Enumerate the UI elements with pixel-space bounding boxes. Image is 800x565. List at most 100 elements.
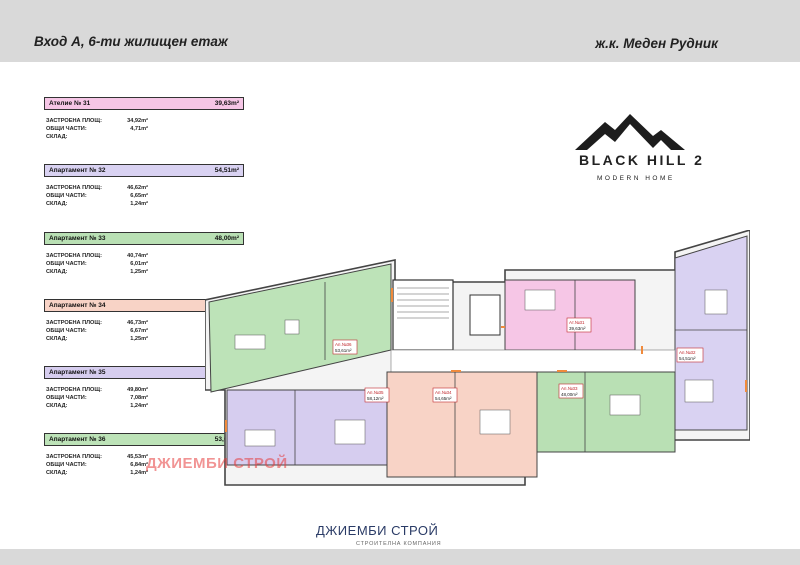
storage-row: СКЛАД: 1,24m²: [44, 403, 148, 409]
built-area-label: ЗАСТРОЕНА ПЛОЩ:: [46, 454, 102, 460]
unit-33-area: [536, 371, 676, 453]
storage-row: СКЛАД: 1,25m²: [44, 269, 148, 275]
plan-label-32: Ап.№32: [679, 350, 696, 355]
storage-value: 1,24m²: [130, 201, 148, 207]
built-area-label: ЗАСТРОЕНА ПЛОЩ:: [46, 320, 102, 326]
storage-value: 1,24m²: [130, 470, 148, 476]
plan-label-36: Ап.№36: [335, 342, 352, 347]
unit-name: Апартамент № 36: [49, 436, 106, 443]
common-parts-row: ОБЩИ ЧАСТИ: 6,01m²: [44, 261, 148, 267]
common-parts-label: ОБЩИ ЧАСТИ:: [46, 395, 87, 401]
built-area-value: 49,80m²: [127, 387, 148, 393]
built-area-value: 46,62m²: [127, 185, 148, 191]
storage-label: СКЛАД:: [46, 403, 68, 409]
unit-header: Апартамент № 32 54,51m²: [44, 164, 244, 177]
unit-total-area: 54,51m²: [214, 167, 239, 174]
common-parts-label: ОБЩИ ЧАСТИ:: [46, 462, 87, 468]
plan-area-36: 53,61m²: [335, 348, 352, 353]
stair-core: [392, 279, 454, 351]
unit-34-area: [386, 371, 538, 478]
storage-label: СКЛАД:: [46, 336, 68, 342]
built-area-label: ЗАСТРОЕНА ПЛОЩ:: [46, 387, 102, 393]
common-parts-row: ОБЩИ ЧАСТИ: 4,71m²: [44, 126, 148, 132]
common-parts-row: ОБЩИ ЧАСТИ: 7,08m²: [44, 395, 148, 401]
storage-label: СКЛАД:: [46, 134, 68, 140]
common-parts-value: 6,84m²: [130, 462, 148, 468]
unit-name: Апартамент № 34: [49, 302, 106, 309]
mountain-logo-icon: [575, 114, 685, 150]
plan-label-35: Ап.№35: [367, 390, 384, 395]
storage-label: СКЛАД:: [46, 201, 68, 207]
unit-header: Ателие № 31 39,63m²: [44, 97, 244, 110]
built-area-value: 34,92m²: [127, 118, 148, 124]
unit-name: Апартамент № 33: [49, 235, 106, 242]
elevator: [469, 294, 501, 336]
location-title: ж.к. Меден Рудник: [595, 36, 718, 51]
built-area-row: ЗАСТРОЕНА ПЛОЩ: 49,80m²: [44, 387, 148, 393]
unit-block: Апартамент № 32 54,51m² ЗАСТРОЕНА ПЛОЩ: 46,…: [44, 164, 244, 207]
common-parts-label: ОБЩИ ЧАСТИ:: [46, 126, 87, 132]
unit-name: Ателие № 31: [49, 100, 91, 107]
footer-bar: [0, 549, 800, 565]
corridor: [390, 349, 676, 373]
brand-name: BLACK HILL 2: [579, 152, 705, 168]
built-area-row: ЗАСТРОЕНА ПЛОЩ: 40,74m²: [44, 253, 148, 259]
unit-total-area: 48,00m²: [214, 235, 239, 242]
plan-area-34: 54,65m²: [435, 396, 452, 401]
common-parts-label: ОБЩИ ЧАСТИ:: [46, 328, 87, 334]
plan-area-33: 48,00m²: [561, 392, 578, 397]
plan-area-35: 58,12m²: [367, 396, 384, 401]
common-parts-row: ОБЩИ ЧАСТИ: 6,65m²: [44, 193, 148, 199]
common-parts-value: 4,71m²: [130, 126, 148, 132]
common-parts-value: 6,65m²: [130, 193, 148, 199]
storage-row: СКЛАД:: [44, 134, 148, 140]
unit-block: Ателие № 31 39,63m² ЗАСТРОЕНА ПЛОЩ: 34,92m²…: [44, 97, 244, 140]
unit-block: Апартамент № 33 48,00m² ЗАСТРОЕНА ПЛОЩ: 40,…: [44, 232, 244, 275]
built-area-value: 45,53m²: [127, 454, 148, 460]
plan-label-31: Ат.№31: [569, 320, 585, 325]
common-parts-value: 6,67m²: [130, 328, 148, 334]
built-area-label: ЗАСТРОЕНА ПЛОЩ:: [46, 185, 102, 191]
unit-36-area: [208, 263, 392, 393]
brand-tagline: MODERN HOME: [597, 175, 675, 182]
built-area-label: ЗАСТРОЕНА ПЛОЩ:: [46, 253, 102, 259]
plan-area-32: 54,51m²: [679, 356, 696, 361]
unit-31-area: [504, 279, 636, 351]
unit-name: Апартамент № 35: [49, 369, 106, 376]
unit-total-area: 39,63m²: [214, 100, 239, 107]
plan-label-33: Ап.№33: [561, 386, 578, 391]
common-parts-row: ОБЩИ ЧАСТИ: 6,67m²: [44, 328, 148, 334]
built-area-row: ЗАСТРОЕНА ПЛОЩ: 45,53m²: [44, 454, 148, 460]
storage-value: 1,24m²: [130, 403, 148, 409]
storage-label: СКЛАД:: [46, 470, 68, 476]
plan-label-34: Ап.№34: [435, 390, 452, 395]
common-parts-row: ОБЩИ ЧАСТИ: 6,84m²: [44, 462, 148, 468]
common-parts-value: 7,08m²: [130, 395, 148, 401]
unit-header: Апартамент № 33 48,00m²: [44, 232, 244, 245]
header-bar: [0, 0, 800, 62]
storage-label: СКЛАД:: [46, 269, 68, 275]
company-name: ДЖИЕМБИ СТРОЙ: [316, 523, 439, 538]
common-parts-value: 6,01m²: [130, 261, 148, 267]
built-area-value: 40,74m²: [127, 253, 148, 259]
built-area-row: ЗАСТРОЕНА ПЛОЩ: 46,62m²: [44, 185, 148, 191]
watermark: ДЖИЕМБИ СТРОЙ: [146, 455, 288, 472]
common-parts-label: ОБЩИ ЧАСТИ:: [46, 193, 87, 199]
built-area-row: ЗАСТРОЕНА ПЛОЩ: 46,73m²: [44, 320, 148, 326]
company-subtitle: СТРОИТЕЛНА КОМПАНИЯ: [356, 541, 442, 547]
entrance-floor-title: Вход А, 6-ти жилищен етаж: [34, 34, 228, 49]
built-area-label: ЗАСТРОЕНА ПЛОЩ:: [46, 118, 102, 124]
storage-value: 1,25m²: [130, 336, 148, 342]
common-parts-label: ОБЩИ ЧАСТИ:: [46, 261, 87, 267]
plan-area-31: 39,63m²: [569, 326, 586, 331]
storage-row: СКЛАД: 1,25m²: [44, 336, 148, 342]
storage-row: СКЛАД: 1,24m²: [44, 470, 148, 476]
storage-row: СКЛАД: 1,24m²: [44, 201, 148, 207]
floor-plan: Ап.№36 53,61m² Ат.№31 39,63m² Ап.№32 54,…: [205, 230, 750, 486]
built-area-value: 46,73m²: [127, 320, 148, 326]
unit-name: Апартамент № 32: [49, 167, 106, 174]
storage-value: 1,25m²: [130, 269, 148, 275]
built-area-row: ЗАСТРОЕНА ПЛОЩ: 34,92m²: [44, 118, 148, 124]
